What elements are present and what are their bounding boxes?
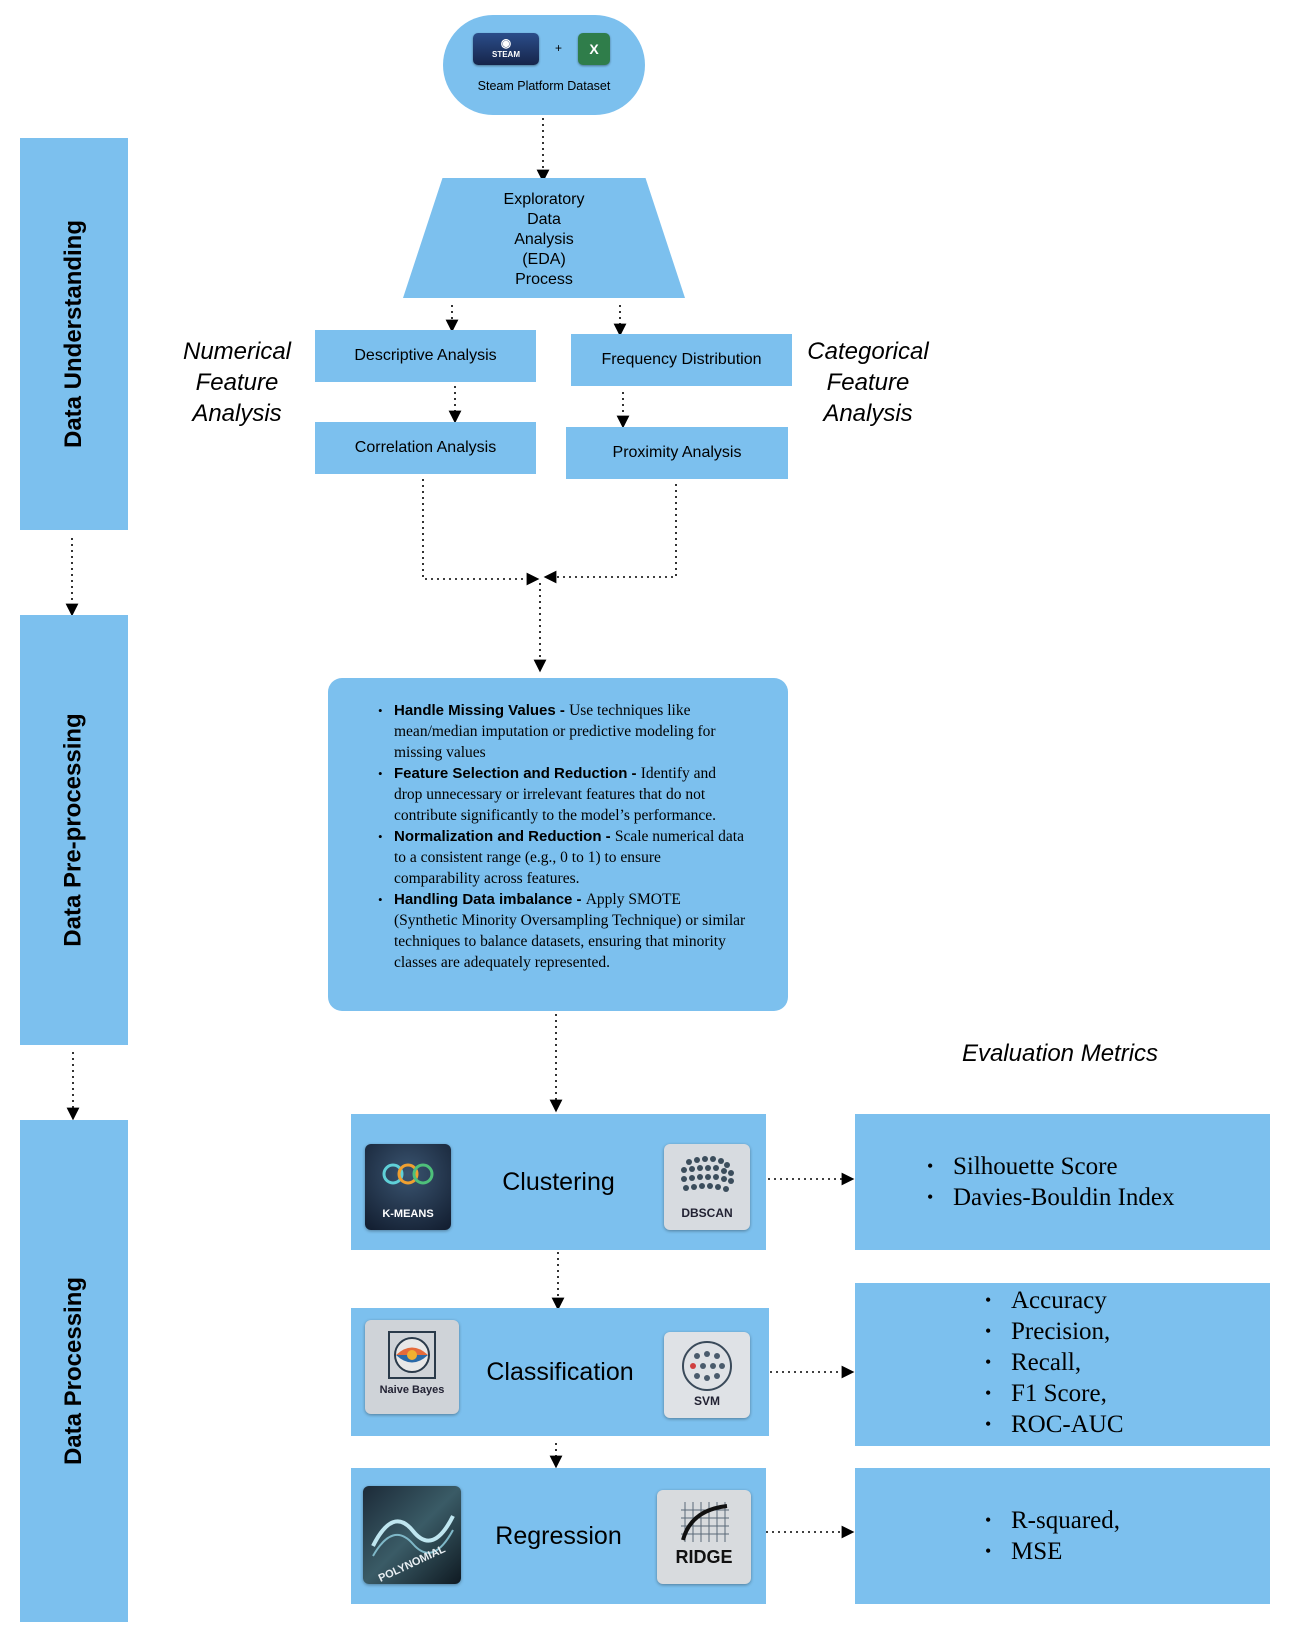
method-label: Classification	[486, 1357, 634, 1386]
evaluation-metrics-heading: Evaluation Metrics	[961, 1040, 1159, 1067]
metric-item: Silhouette Score	[927, 1151, 1174, 1182]
dbscan-logo-icon: DBSCAN	[664, 1144, 750, 1230]
dataset-label: Steam Platform Dataset	[477, 79, 611, 93]
metric-item: F1 Score,	[985, 1378, 1270, 1409]
metric-item: Recall,	[985, 1347, 1270, 1378]
clustering-metrics-box: Silhouette Score Davies-Bouldin Index	[855, 1114, 1270, 1250]
plus-sign: +	[555, 41, 563, 55]
classification-node: Naive Bayes Classification SVM	[351, 1308, 769, 1436]
preprocessing-item: Handling Data imbalance - Apply SMOTE (S…	[378, 889, 748, 973]
stage-data-processing: Data Processing	[20, 1120, 128, 1622]
clustering-node: K-MEANS Clustering DBSCAN	[351, 1114, 766, 1250]
naive-bayes-logo-icon: Naive Bayes	[365, 1320, 459, 1414]
preprocessing-item: Handle Missing Values - Use techniques l…	[378, 700, 748, 763]
correlation-analysis-node: Correlation Analysis	[315, 422, 536, 474]
categorical-feature-heading: Categorical Feature Analysis	[807, 338, 929, 427]
metric-item: R-squared,	[985, 1505, 1120, 1536]
method-label: Clustering	[502, 1167, 615, 1196]
stage-data-preprocessing: Data Pre-processing	[20, 615, 128, 1045]
stage-data-understanding: Data Understanding	[20, 138, 128, 530]
method-label: Regression	[495, 1521, 622, 1550]
metric-item: Precision,	[985, 1316, 1270, 1347]
preprocessing-item: Normalization and Reduction - Scale nume…	[378, 826, 748, 889]
metric-item: Davies-Bouldin Index	[927, 1182, 1174, 1213]
frequency-distribution-node: Frequency Distribution	[571, 334, 792, 386]
preprocessing-steps-box: Handle Missing Values - Use techniques l…	[328, 678, 788, 1011]
stage-label: Data Processing	[60, 1276, 88, 1466]
stage-label: Data Pre-processing	[60, 713, 88, 947]
regression-node: POLYNOMIAL Regression RIDGE	[351, 1468, 766, 1604]
polynomial-logo-icon: POLYNOMIAL	[363, 1486, 461, 1584]
metric-item: MSE	[985, 1536, 1120, 1567]
descriptive-analysis-node: Descriptive Analysis	[315, 330, 536, 382]
metric-item: ROC-AUC	[985, 1409, 1270, 1440]
proximity-analysis-node: Proximity Analysis	[566, 427, 788, 479]
eda-process-node	[403, 178, 685, 298]
classification-metrics-box: Accuracy Precision, Recall, F1 Score, RO…	[855, 1283, 1270, 1446]
eda-label: Exploratory Data Analysis (EDA) Process	[503, 191, 585, 288]
steam-logo-icon: ◉ STEAM	[473, 33, 539, 65]
metric-item: Accuracy	[985, 1285, 1270, 1316]
kmeans-logo-icon: K-MEANS	[365, 1144, 451, 1230]
stage-label: Data Understanding	[60, 219, 87, 449]
preprocessing-item: Feature Selection and Reduction - Identi…	[378, 763, 748, 826]
ridge-logo-icon: RIDGE	[657, 1490, 751, 1584]
excel-logo-icon: X	[578, 33, 610, 65]
svm-logo-icon: SVM	[664, 1332, 750, 1418]
regression-metrics-box: R-squared, MSE	[855, 1468, 1270, 1604]
dataset-source-node: ◉ STEAM + X Steam Platform Dataset	[443, 15, 645, 115]
numerical-feature-heading: Numerical Feature Analysis	[182, 338, 292, 427]
